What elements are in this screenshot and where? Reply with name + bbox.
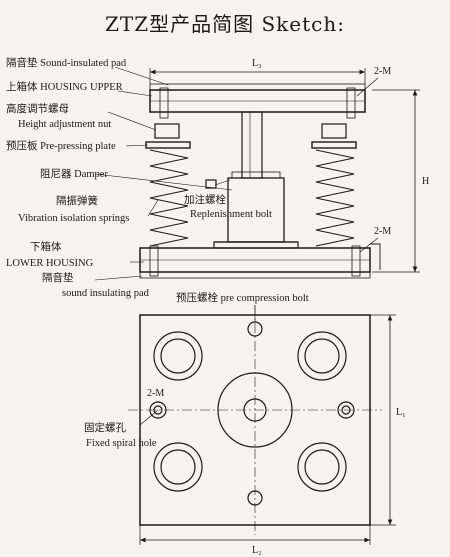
label-fixed-hole-cn: 固定螺孔 <box>84 421 126 434</box>
label-pre-plate: 预压板 Pre-pressing plate <box>6 139 116 152</box>
dimension-2m-top: 2-M <box>374 66 391 77</box>
sound-pad-top <box>149 83 366 91</box>
height-adjustment-nut-left <box>154 123 180 139</box>
dimension-l2: L₂ <box>252 545 262 556</box>
label-sound-pad-top: 隔音垫 Sound-insulated pad <box>6 56 127 69</box>
label-height-nut-cn: 高度调节螺母 <box>6 102 69 115</box>
fixed-hole-right <box>337 401 355 419</box>
label-replenish-en: Replenishment bolt <box>190 209 272 220</box>
damper-plan <box>217 372 293 448</box>
fixed-hole-left <box>149 401 167 419</box>
label-springs-en: Vibration isolation springs <box>18 213 129 224</box>
label-sound-pad-bottom-cn: 隔音垫 <box>42 271 74 284</box>
spring-left <box>149 149 189 247</box>
spring-pocket-bottom-right <box>297 442 347 492</box>
label-height-nut-en: Height adjustment nut <box>18 119 111 130</box>
label-replenish-cn: 加注螺栓 <box>184 193 226 206</box>
label-lower-housing-en: LOWER HOUSING <box>6 258 94 269</box>
dimension-l1: L₁ <box>396 407 406 418</box>
label-housing-upper: 上箱体 HOUSING UPPER <box>6 80 123 93</box>
spring-pocket-top-right <box>297 331 347 381</box>
pre-pressing-plate-left <box>145 141 191 149</box>
label-pre-bolt: 预压螺栓 pre compression bolt <box>176 291 309 304</box>
label-damper: 阻尼器 Damper <box>40 168 108 180</box>
label-fixed-hole-en: Fixed spiral hole <box>86 438 157 449</box>
pre-compression-bolt-bottom <box>247 490 263 506</box>
damper-stem <box>241 111 263 179</box>
label-sound-pad-bottom-en: sound insulating pad <box>62 288 150 299</box>
page-title: ZTZ型产品简图 Sketch: <box>104 12 345 36</box>
spring-pocket-bottom-left <box>153 442 203 492</box>
sound-pad-bottom <box>139 271 371 279</box>
spring-right <box>315 149 355 247</box>
dimension-h: H <box>422 176 429 187</box>
label-lower-housing-cn: 下箱体 <box>30 240 62 253</box>
height-adjustment-nut-right <box>321 123 347 139</box>
dimension-2m-side: 2-M <box>374 226 391 237</box>
dimension-l3: L₃ <box>252 58 262 69</box>
label-springs-cn: 隔振弹簧 <box>56 194 98 207</box>
pre-pressing-plate-right <box>311 141 357 149</box>
spring-pocket-top-left <box>153 331 203 381</box>
replenishment-bolt <box>205 179 217 189</box>
dimension-2m-plan: 2-M <box>147 388 164 399</box>
